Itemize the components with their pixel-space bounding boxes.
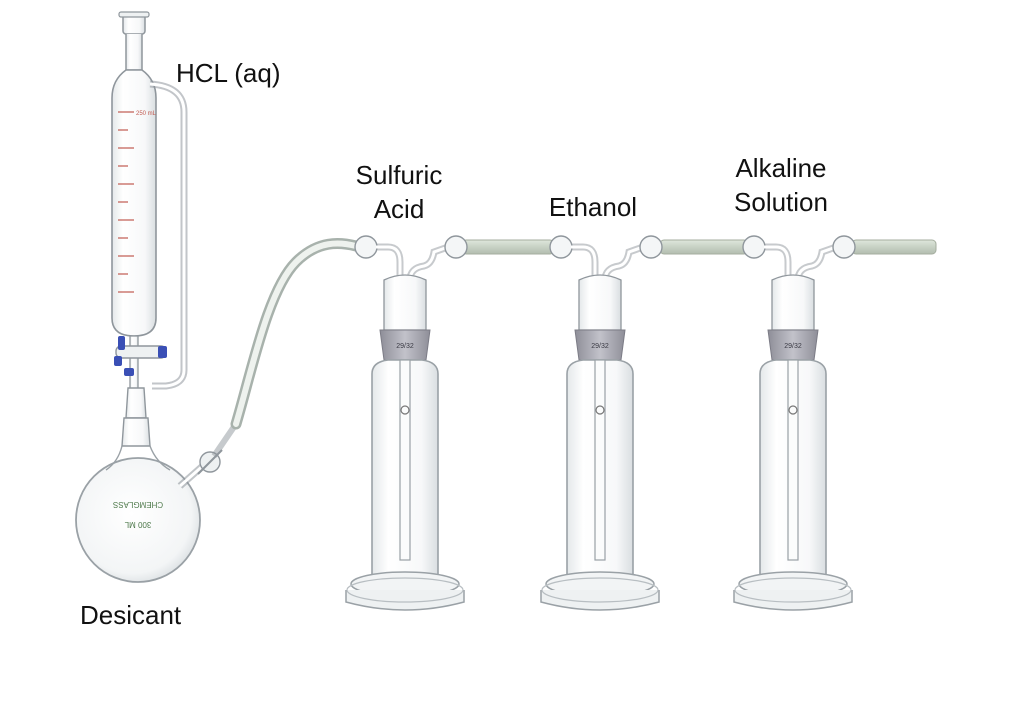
label-ethanol: Ethanol xyxy=(548,192,638,222)
stopcock xyxy=(114,336,167,376)
label-hcl: HCL (aq) xyxy=(176,58,281,88)
label-desiccant: Desicant xyxy=(80,600,182,630)
joint-size-print: 29/32 xyxy=(591,343,609,350)
round-bottom-flask: CHEMGLASS 300 ML xyxy=(75,416,243,583)
funnel-graduation-label: 250 mL xyxy=(136,111,157,117)
flask-brand-print: CHEMGLASS xyxy=(113,500,163,509)
label-alkaline-solution-line1: Alkaline xyxy=(735,153,827,183)
gas-washing-bottle-alkaline-solution: 29/32 xyxy=(733,235,856,611)
joint-size-print: 29/32 xyxy=(396,343,414,350)
joint-size-print: 29/32 xyxy=(784,343,802,350)
tubing xyxy=(230,237,937,430)
label-alkaline-solution: Alkaline Solution xyxy=(716,151,846,219)
addition-funnel: 250 mL xyxy=(111,11,188,419)
label-sulfuric-acid: Sulfuric Acid xyxy=(334,158,464,226)
flask-volume-print: 300 ML xyxy=(124,520,151,529)
label-sulfuric-acid-line1: Sulfuric xyxy=(355,160,443,190)
gas-washing-bottle-sulfuric-acid: 29/32 xyxy=(345,235,468,611)
gas-washing-bottle-ethanol: 29/32 xyxy=(540,235,663,611)
label-sulfuric-acid-line2: Acid xyxy=(373,194,425,224)
label-alkaline-solution-line2: Solution xyxy=(734,187,828,217)
